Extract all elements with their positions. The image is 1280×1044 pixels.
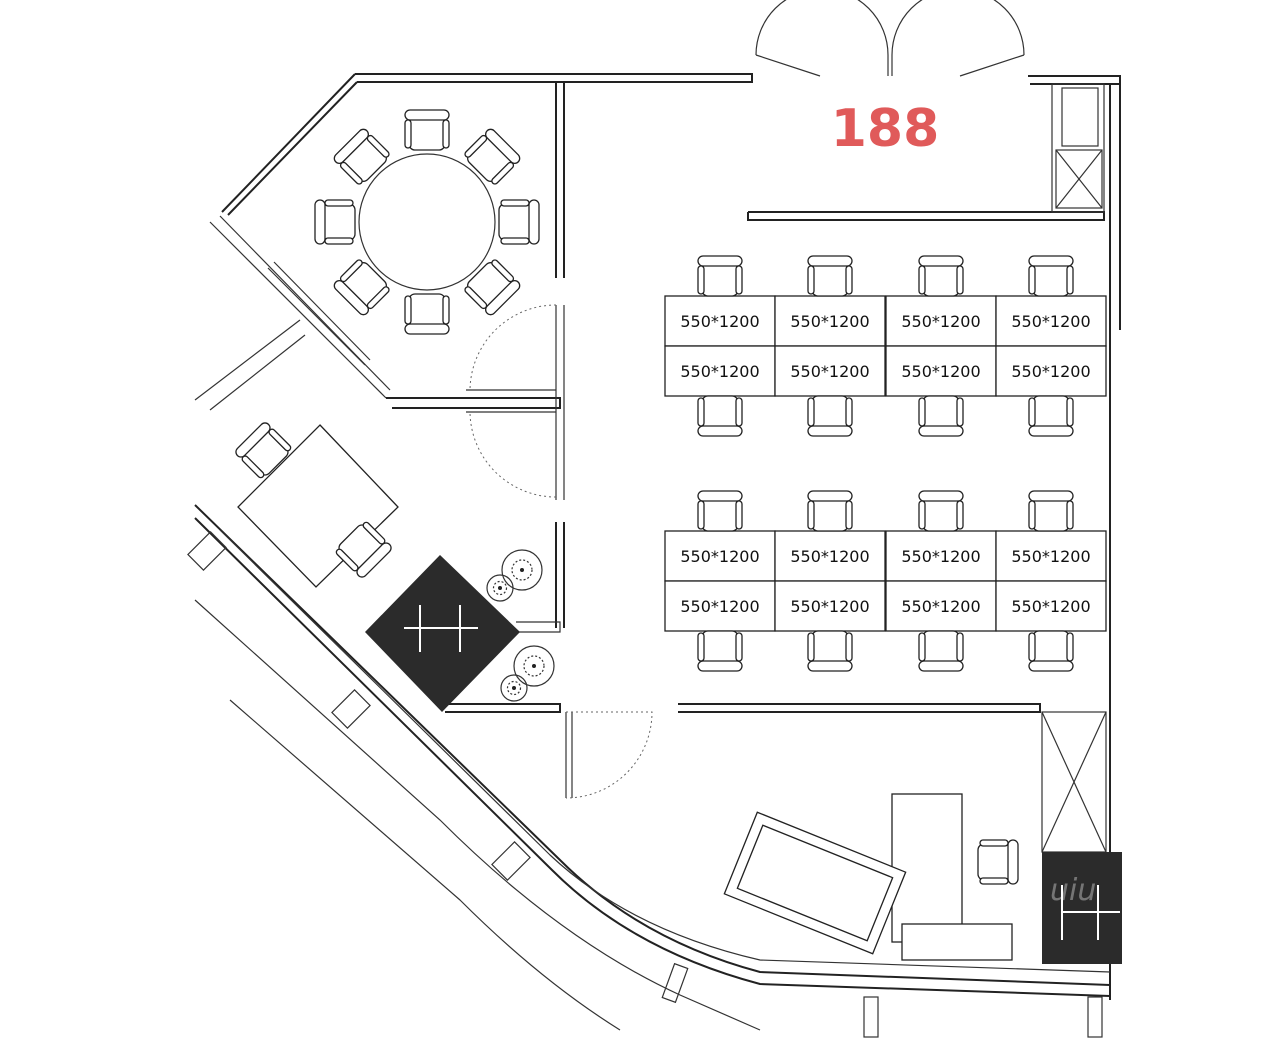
workstation-desk: 550*1200	[995, 345, 1107, 397]
desk-size-label: 550*1200	[1011, 312, 1090, 331]
manager-desk	[891, 793, 963, 943]
chair-icon	[1028, 255, 1074, 297]
chair-icon	[404, 109, 450, 151]
workstation-desk: 550*1200	[664, 580, 776, 632]
chair-icon	[333, 128, 390, 185]
desk-size-label: 550*1200	[790, 312, 869, 331]
chair-icon	[333, 259, 390, 316]
workstation-desk: 550*1200	[774, 580, 886, 632]
desk-size-label: 550*1200	[790, 547, 869, 566]
workstation-desk: 550*1200	[774, 295, 886, 347]
manager-office	[723, 793, 1013, 961]
plant-icon	[513, 645, 555, 687]
desk-size-label: 550*1200	[901, 312, 980, 331]
workstation-desk: 550*1200	[995, 530, 1107, 582]
side-office	[237, 424, 399, 588]
room-number: 188	[831, 99, 940, 159]
chair-icon	[918, 255, 964, 297]
storage-box	[1041, 711, 1107, 853]
chair-icon	[235, 422, 292, 479]
desk-return	[901, 923, 1013, 961]
desk-size-label: 550*1200	[1011, 547, 1090, 566]
plant-icon	[501, 549, 543, 591]
plant-icon	[486, 574, 514, 602]
desk-size-label: 550*1200	[680, 362, 759, 381]
chair-icon	[404, 293, 450, 335]
chair-icon	[977, 839, 1019, 885]
workstation-desk: 550*1200	[885, 530, 997, 582]
desk-size-label: 550*1200	[901, 547, 980, 566]
chair-icon	[697, 630, 743, 672]
workstation-desk: 550*1200	[995, 580, 1107, 632]
office-desk	[237, 424, 399, 588]
workstations: 550*1200 550*1200 550*1200 550*1200 550*1200…	[664, 255, 1107, 672]
chair-icon	[918, 395, 964, 437]
desk-size-label: 550*1200	[790, 362, 869, 381]
door-swing-icon	[469, 304, 653, 799]
elevator-shaft-icon	[1051, 83, 1105, 213]
meeting-room	[314, 109, 540, 335]
chair-icon	[807, 490, 853, 532]
plants	[486, 549, 555, 702]
chair-icon	[1028, 490, 1074, 532]
chair-icon	[807, 255, 853, 297]
workstation-desk: 550*1200	[885, 345, 997, 397]
chair-icon	[697, 490, 743, 532]
chair-icon	[498, 199, 540, 245]
chair-icon	[464, 259, 521, 316]
chair-icon	[314, 199, 356, 245]
desk-size-label: 550*1200	[1011, 597, 1090, 616]
desk-size-label: 550*1200	[680, 312, 759, 331]
desk-size-label: 550*1200	[680, 547, 759, 566]
chair-icon	[335, 521, 392, 578]
workstation-desk: 550*1200	[885, 295, 997, 347]
round-table-icon	[358, 153, 496, 291]
chair-icon	[1028, 630, 1074, 672]
plant-icon	[500, 674, 528, 702]
walls	[187, 73, 1121, 1038]
chair-icon	[918, 490, 964, 532]
workstation-desk: 550*1200	[664, 530, 776, 582]
chair-icon	[1028, 395, 1074, 437]
workstation-desk: 550*1200	[774, 530, 886, 582]
workstation-desk: 550*1200	[885, 580, 997, 632]
sofa-icon	[723, 811, 907, 955]
desk-size-label: 550*1200	[901, 597, 980, 616]
workstation-desk: 550*1200	[995, 295, 1107, 347]
workstation-lower-cluster: 550*1200 550*1200 550*1200 550*1200 550*1200…	[664, 490, 1107, 672]
desk-size-label: 550*1200	[680, 597, 759, 616]
chair-icon	[807, 630, 853, 672]
desk-size-label: 550*1200	[790, 597, 869, 616]
chair-icon	[918, 630, 964, 672]
watermark: uiu	[1050, 873, 1096, 908]
chair-icon	[464, 128, 521, 185]
chair-icon	[697, 255, 743, 297]
workstation-desk: 550*1200	[664, 345, 776, 397]
desk-size-label: 550*1200	[901, 362, 980, 381]
structural-column-icon: uiu	[365, 555, 1122, 964]
desk-size-label: 550*1200	[1011, 362, 1090, 381]
free-chairs	[235, 422, 1019, 885]
workstation-desk: 550*1200	[774, 345, 886, 397]
entrance-double-door	[755, 0, 1025, 77]
workstation-upper-cluster: 550*1200 550*1200 550*1200 550*1200 550*1200…	[664, 255, 1107, 437]
chair-icon	[697, 395, 743, 437]
chair-icon	[807, 395, 853, 437]
workstation-desk: 550*1200	[664, 295, 776, 347]
